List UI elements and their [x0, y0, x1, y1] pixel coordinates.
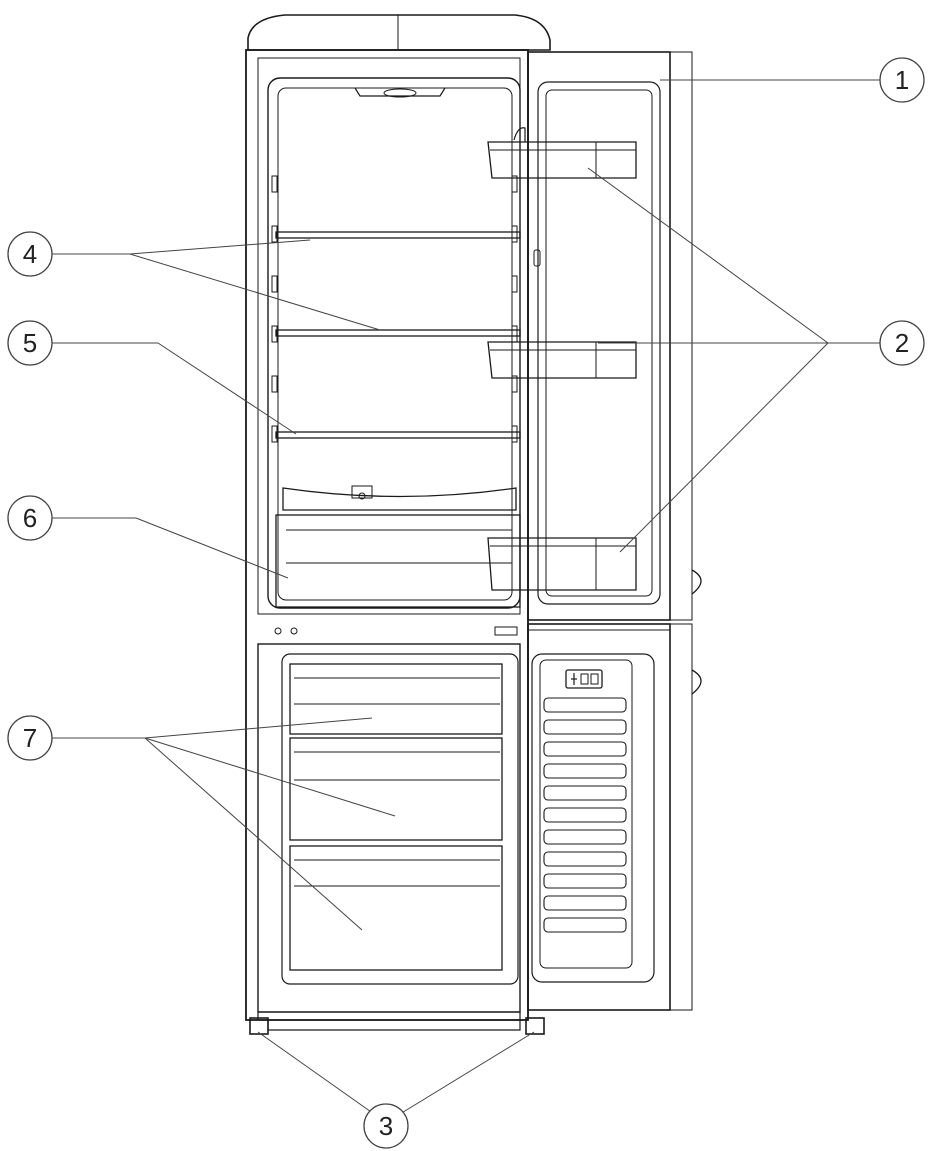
- callout-2-label: 2: [895, 328, 909, 358]
- freezer-drawer: [289, 663, 503, 735]
- crisper-drawer: [275, 514, 521, 608]
- callout-6: 6: [7, 495, 53, 541]
- adjustable-foot-right: [525, 1017, 545, 1035]
- freezer-drawer: [289, 737, 503, 841]
- freezer-drawer: [289, 845, 503, 971]
- adjustable-foot-left: [249, 1017, 269, 1035]
- callout-1-label: 1: [895, 65, 909, 95]
- callout-4: 4: [7, 231, 53, 277]
- crisper-cover: [282, 485, 517, 511]
- callout-4-label: 4: [23, 239, 37, 269]
- leader-lines: [52, 79, 880, 1115]
- callout-1: 1: [879, 57, 925, 103]
- door-bin: [487, 537, 637, 591]
- door-bin: [487, 141, 637, 179]
- cabinet-body: [245, 49, 529, 1021]
- callout-3-label: 3: [379, 1111, 393, 1141]
- freezer-compartment: [257, 643, 521, 1013]
- shelf-supports: [271, 175, 518, 443]
- glass-shelf: [275, 329, 521, 337]
- freezer-door: [527, 623, 693, 1011]
- fridge-compartment: [267, 77, 521, 609]
- fridge-door: [513, 51, 693, 621]
- callout-6-label: 6: [23, 503, 37, 533]
- top-cap: [247, 14, 551, 51]
- callout-7-label: 7: [23, 723, 37, 753]
- temperature-control-icon: [565, 669, 603, 689]
- divider-panel: [274, 626, 518, 636]
- door-bin: [487, 341, 637, 379]
- callout-5-label: 5: [23, 328, 37, 358]
- glass-shelf: [275, 231, 521, 239]
- freezer-door-vent: [543, 697, 627, 933]
- callout-2: 2: [879, 320, 925, 366]
- door-handle: [691, 569, 702, 595]
- callout-7: 7: [7, 715, 53, 761]
- plinth: [257, 1011, 521, 1031]
- door-handle: [691, 669, 702, 695]
- glass-shelf: [275, 431, 521, 439]
- callout-3: 3: [363, 1103, 409, 1149]
- callout-5: 5: [7, 320, 53, 366]
